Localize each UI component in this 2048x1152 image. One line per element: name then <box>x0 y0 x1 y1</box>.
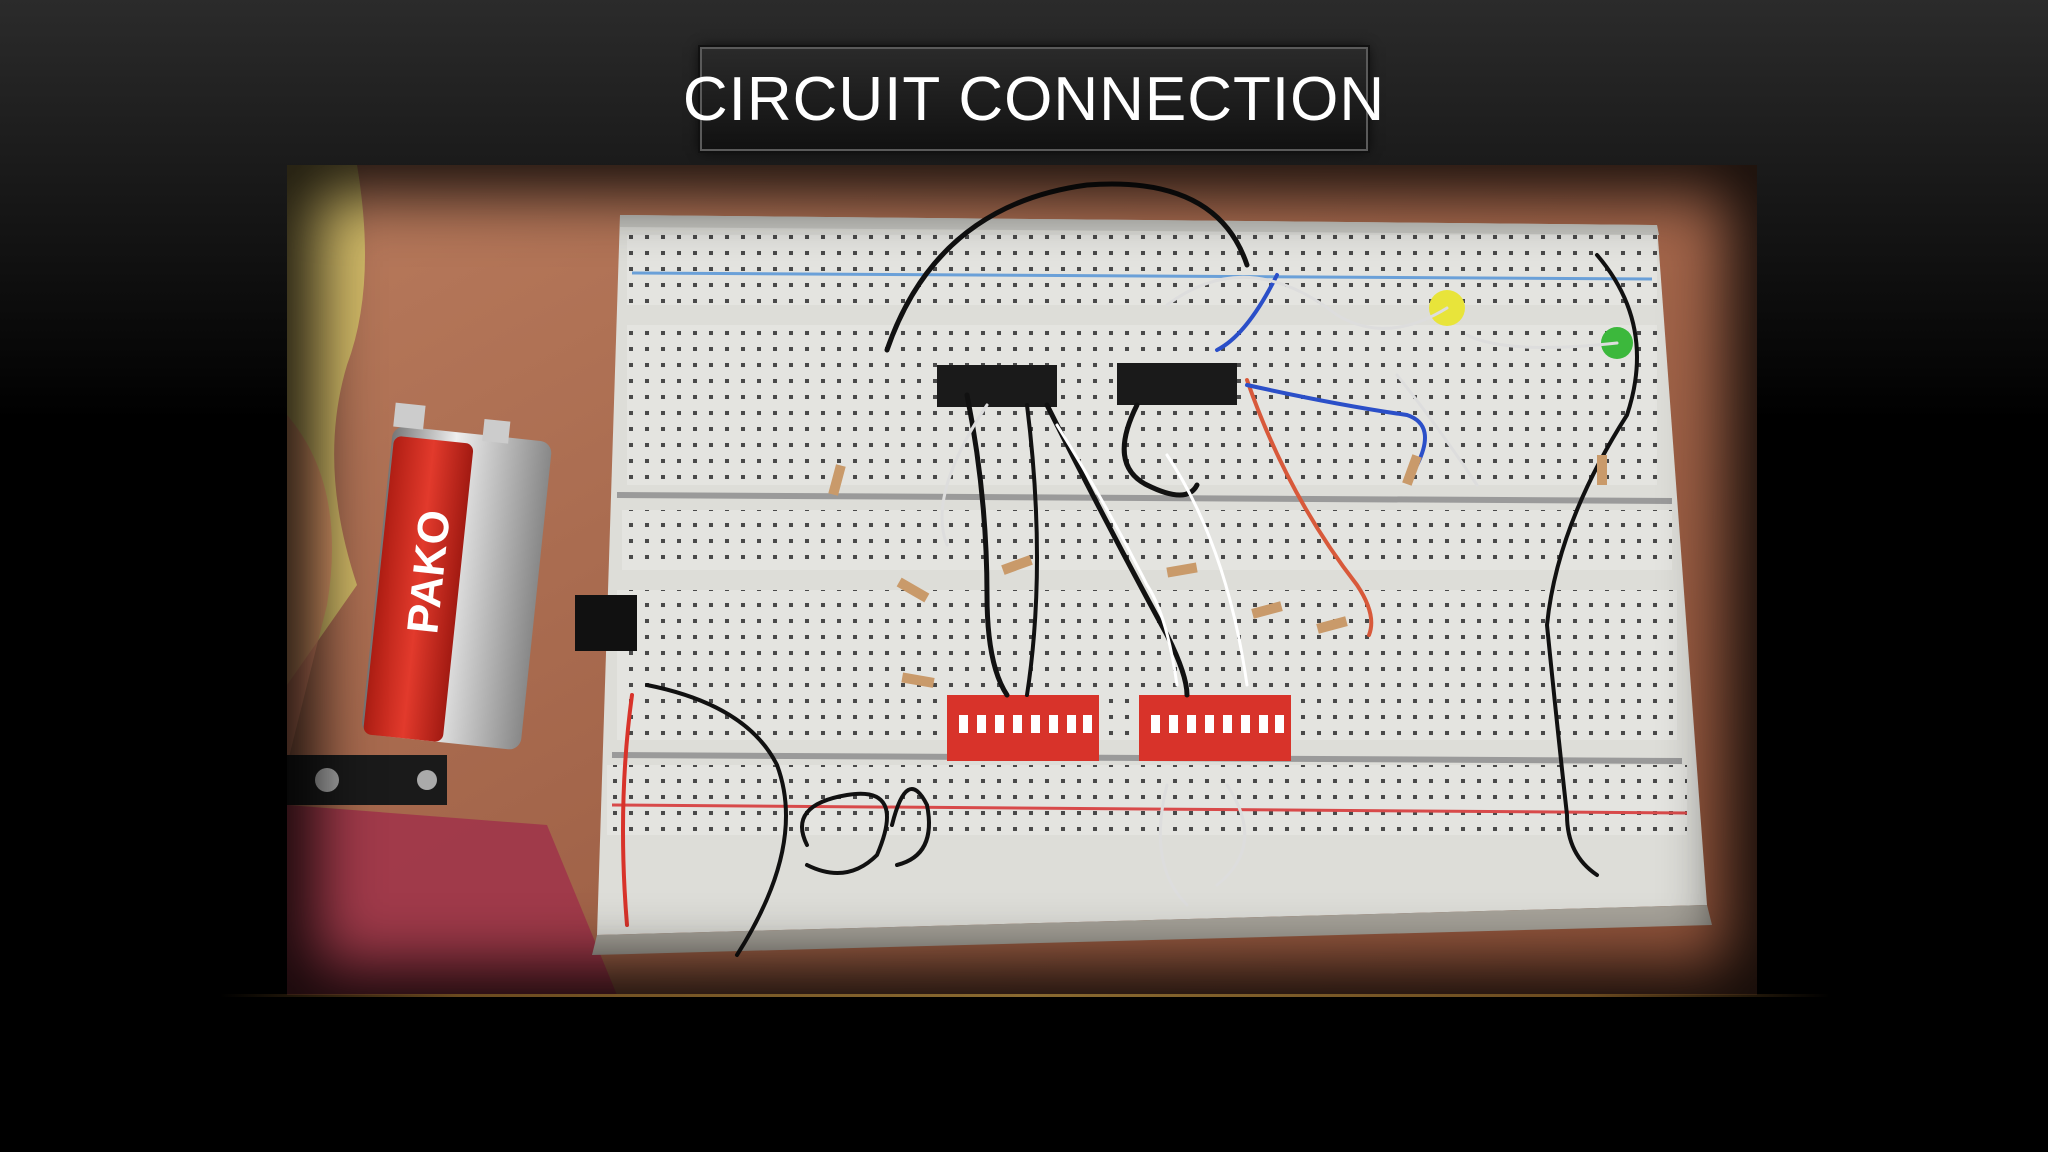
ic-chip-1 <box>937 365 1057 407</box>
voltage-regulator <box>575 595 637 651</box>
cloth-bottom <box>287 805 617 995</box>
dip-switch-2 <box>1139 695 1291 761</box>
breadboard <box>592 215 1712 955</box>
slide-title-box: CIRCUIT CONNECTION <box>683 47 1384 151</box>
slide-title: CIRCUIT CONNECTION <box>682 64 1386 134</box>
photo-bottom-rule <box>220 994 1830 997</box>
ic-chip-2 <box>1117 363 1237 405</box>
circuit-photo-illustration: PAKO <box>287 165 1757 995</box>
circuit-photo: PAKO <box>287 165 1757 995</box>
battery-9v: PAKO <box>362 402 552 750</box>
wires <box>621 181 1639 957</box>
resistors <box>828 454 1607 688</box>
dip-switch-1 <box>947 695 1099 761</box>
